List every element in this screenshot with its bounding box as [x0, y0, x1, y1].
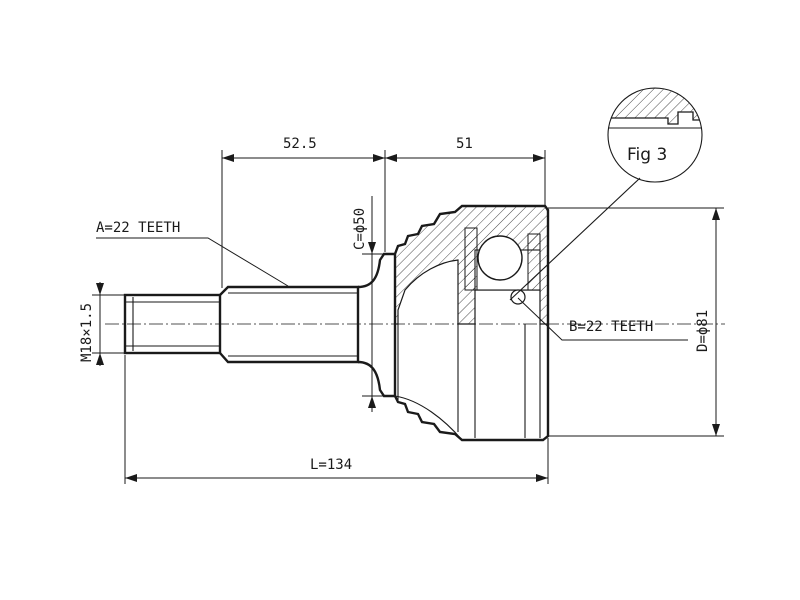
dimension-total-length: L=134 — [124, 355, 549, 484]
neck — [357, 252, 395, 398]
threaded-stub — [123, 293, 222, 355]
outer-spline-label: A=22 TEETH — [96, 220, 180, 236]
fig-3-label: Fig 3 — [627, 145, 667, 165]
inner-spline-label: B=22 TEETH — [569, 319, 653, 335]
section-view — [394, 205, 549, 325]
dimension-seal-diameter: C=ϕ50 — [352, 196, 395, 412]
ball-bearing — [477, 235, 523, 281]
thread-label: M18×1.5 — [79, 303, 95, 362]
outer-diameter-label: D=ϕ81 — [695, 310, 711, 352]
dimension-bell-length: 51 — [385, 136, 546, 206]
fig-3-detail: Fig 3 — [509, 87, 703, 301]
retaining-pin — [510, 289, 526, 305]
bell-length-label: 51 — [456, 136, 473, 152]
dimension-outer-diameter: D=ϕ81 — [548, 207, 724, 437]
callout-inner-spline: B=22 TEETH — [517, 297, 688, 341]
spline-length-label: 52.5 — [283, 136, 317, 152]
dimension-spline-length: 52.5 — [221, 136, 386, 288]
seal-diameter-label: C=ϕ50 — [352, 208, 368, 250]
callout-outer-spline: A=22 TEETH — [96, 220, 289, 287]
dimension-thread: M18×1.5 — [79, 282, 125, 366]
total-length-label: L=134 — [310, 457, 352, 473]
splined-shaft — [219, 285, 360, 364]
